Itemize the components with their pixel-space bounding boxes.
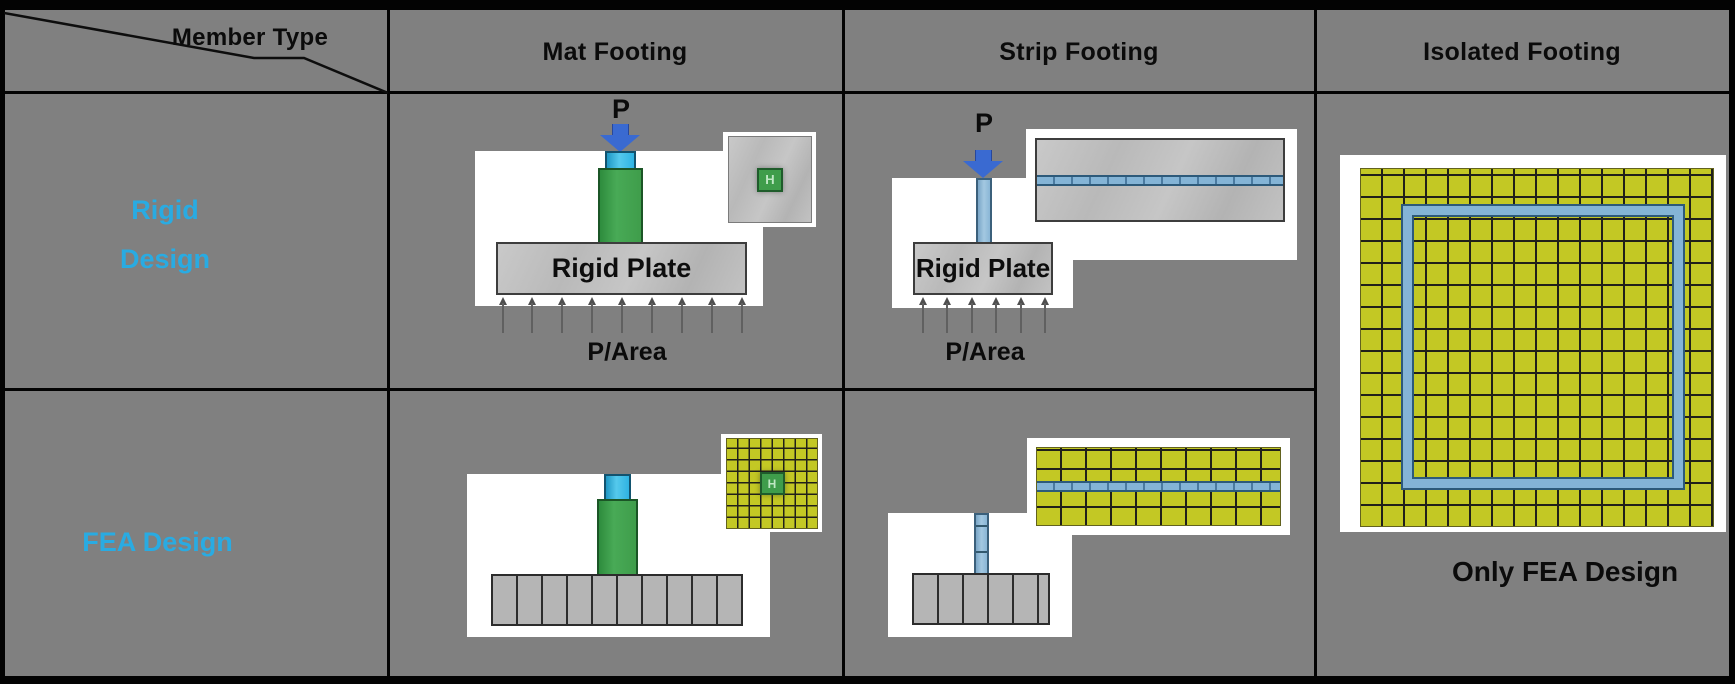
mat-fea-column <box>597 499 638 578</box>
column-section-glyph: H <box>767 476 777 491</box>
column-header-mat: Mat Footing <box>542 38 688 66</box>
column-divider-1 <box>387 10 390 677</box>
mat-rigid-load-label: P <box>611 94 630 124</box>
header-divider <box>0 91 1735 94</box>
mat-fea-column-top <box>604 474 631 501</box>
row-label-rigid-line2: Design <box>119 244 211 274</box>
strip-rigid-inset-step <box>1072 225 1297 260</box>
strip-rigid-column <box>976 178 992 246</box>
mat-rigid-inset: H <box>723 132 816 227</box>
strip-rigid-inset-slab <box>1035 138 1285 222</box>
row-label-rigid-line1: Rigid <box>131 195 199 225</box>
column-section-glyph: H <box>765 172 775 187</box>
corner-diagonal-line <box>4 11 388 95</box>
mat-rigid-plate-label: Rigid Plate <box>551 253 692 283</box>
row-divider <box>0 388 1315 391</box>
fea-mesh-isolated <box>1360 168 1714 527</box>
load-arrow-icon <box>600 124 640 152</box>
strip-rigid-load-label: P <box>974 108 993 138</box>
strip-fea-inset <box>1027 438 1290 535</box>
fea-mesh-strip <box>1036 447 1281 526</box>
table-border-bottom <box>0 676 1735 684</box>
mat-pressure-arrows-icon <box>498 297 746 333</box>
mat-fea-segmented-plate <box>491 574 743 626</box>
strip-fea-segmented-plate <box>912 573 1050 625</box>
strip-pressure-label: P/Area <box>945 338 1025 366</box>
mat-rigid-inset-slab: H <box>728 136 812 223</box>
column-section-icon: H <box>759 472 785 495</box>
column-header-strip: Strip Footing <box>999 38 1159 66</box>
mat-rigid-column <box>598 168 643 246</box>
strip-pressure-arrows-icon <box>918 297 1050 333</box>
mat-rigid-plate: Rigid Plate <box>496 242 747 295</box>
table-border-left <box>0 0 5 684</box>
table-border-top <box>0 0 1735 10</box>
fea-mesh-mat: H <box>726 438 818 529</box>
mat-fea-inset: H <box>721 434 822 532</box>
table-border-right <box>1729 0 1735 684</box>
strip-rigid-plate-label: Rigid Plate <box>915 253 1051 283</box>
strip-mesh-strip-icon <box>1037 481 1280 492</box>
column-section-icon: H <box>757 167 783 192</box>
isolated-note: Only FEA Design <box>1451 556 1679 587</box>
column-header-isolated: Isolated Footing <box>1423 38 1621 66</box>
mat-pressure-label: P/Area <box>587 338 667 366</box>
load-arrow-icon <box>963 150 1003 178</box>
column-divider-3 <box>1314 10 1317 677</box>
strip-plan-strip-icon <box>1037 175 1283 186</box>
row-label-fea: FEA Design <box>82 527 233 557</box>
strip-rigid-plate: Rigid Plate <box>913 242 1053 295</box>
isolated-strip-ring-icon <box>1403 206 1683 488</box>
column-divider-2 <box>842 10 845 677</box>
corner-header-label: Member Type <box>171 24 329 51</box>
strip-fea-column <box>974 513 989 577</box>
